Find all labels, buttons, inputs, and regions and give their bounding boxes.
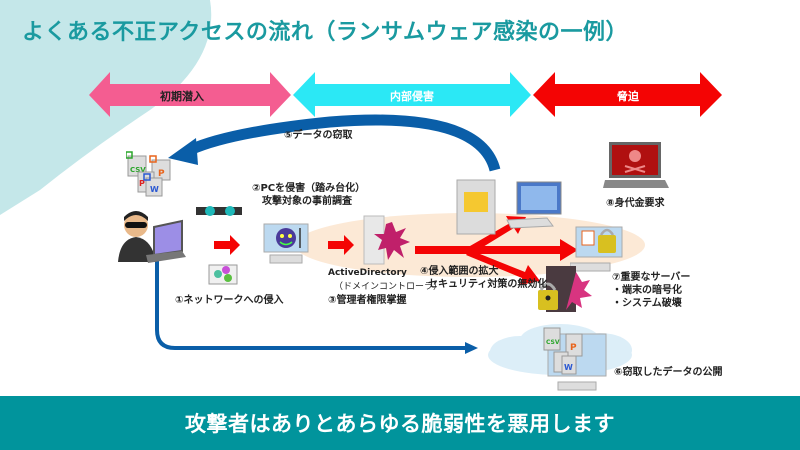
step4-label-line1: ④侵入範囲の拡大: [420, 266, 499, 277]
arrow-pc-to-ad: [328, 235, 354, 255]
step5-label: ⑤データの窃取: [284, 130, 353, 141]
step8-label: ⑧身代金要求: [606, 198, 665, 209]
malware-mail-icon: [208, 264, 238, 285]
svg-text:CSV: CSV: [130, 166, 146, 174]
infected-pc-icon: [263, 223, 309, 264]
phase-label-threat: 脅迫: [617, 90, 639, 103]
phase-arrow-internal: [293, 72, 531, 117]
locked-server-icon: [538, 266, 592, 312]
domain-controller-icon: [363, 215, 410, 265]
footer-message: 攻撃者はありとあらゆる脆弱性を悪用します: [185, 412, 615, 436]
step7-label-line1: ⑦重要なサーバー: [612, 272, 691, 283]
step1-label: ①ネットワークへの侵入: [175, 295, 284, 306]
attacker-icon: [118, 211, 186, 263]
svg-text:W: W: [564, 363, 573, 372]
phase-arrow-initial: [89, 72, 291, 117]
step3-label: ③管理者権限掌握: [328, 295, 407, 306]
encrypted-pc-icon: [570, 226, 623, 272]
page-title: よくある不正アクセスの流れ（ランサムウェア感染の一例）: [22, 20, 628, 45]
step4-label-line2: セキュリティ対策の無効化: [428, 279, 548, 290]
phase-arrow-threat: [533, 72, 722, 117]
file-server-pc-icon: [456, 179, 562, 235]
step7-label-line2: ・端末の暗号化: [612, 285, 682, 296]
svg-text:CSV: CSV: [546, 339, 560, 346]
step2-label-line1: ②PCを侵害（踏み台化）: [252, 183, 366, 194]
step7-label-line3: ・システム破壊: [612, 298, 682, 309]
svg-text:P: P: [570, 343, 577, 353]
router-icon: [196, 206, 242, 216]
svg-text:W: W: [150, 185, 159, 194]
phase-label-internal: 内部侵害: [390, 90, 434, 103]
arrow-attacker-to-pc: [214, 235, 240, 255]
ad-sub-label: （ドメインコントローラ）: [334, 282, 443, 292]
ransom-laptop-icon: [603, 142, 669, 188]
svg-text:P: P: [158, 169, 165, 179]
published-data-pc-icon: CSV P W: [543, 327, 607, 391]
step2-label-line2: 攻撃対象の事前調査: [262, 196, 352, 207]
footer-banner: 攻撃者はありとあらゆる脆弱性を悪用します: [0, 396, 800, 450]
data-theft-arrow: [168, 114, 501, 172]
step6-label: ⑥窃取したデータの公開: [614, 367, 723, 378]
data-publish-arrow: [155, 260, 478, 354]
svg-text:P: P: [139, 179, 145, 188]
ad-label: ActiveDirectory: [328, 268, 407, 278]
phase-label-initial: 初期潜入: [160, 90, 204, 103]
stolen-files-icon: CSV P P W: [126, 151, 171, 197]
